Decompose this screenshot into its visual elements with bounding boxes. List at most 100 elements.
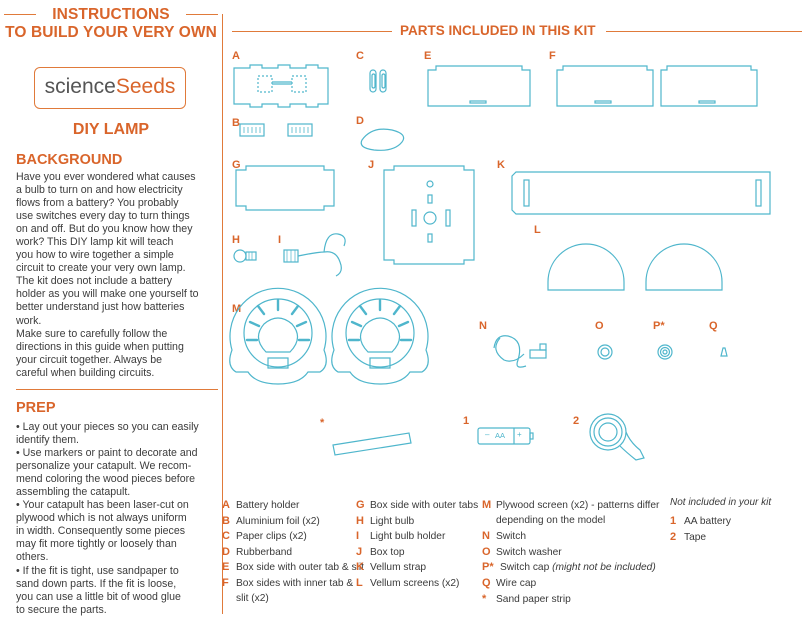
switch-washer-drawing xyxy=(597,344,613,360)
battery-minus: – xyxy=(485,430,490,439)
legend-key: A xyxy=(222,499,230,511)
legend-text: Tape xyxy=(684,531,707,543)
prep-line: personalize your catapult. We recom- xyxy=(16,460,192,473)
box-sides-f-drawing xyxy=(556,65,758,107)
vellum-strap-drawing xyxy=(511,171,771,215)
legend-key: M xyxy=(482,499,492,511)
legend-key: I xyxy=(356,530,360,543)
legend-note: (might not be included) xyxy=(549,562,656,574)
legend-key: F xyxy=(222,577,229,589)
legend-item: N Switch xyxy=(482,530,526,542)
background-line: work. xyxy=(16,314,42,327)
box-top-drawing xyxy=(383,165,475,265)
legend-item: depending on the model xyxy=(482,515,605,526)
label-j: J xyxy=(368,159,375,171)
legend-text: Box side with outer tabs xyxy=(370,500,479,511)
legend-item: H Light bulb xyxy=(356,515,414,527)
background-line: on and off. But do you know how they xyxy=(16,223,193,236)
label-b: B xyxy=(232,117,240,129)
legend-key: G xyxy=(356,499,365,511)
legend-key: 2 xyxy=(670,530,677,543)
label-n: N xyxy=(479,320,487,332)
legend-item: P* Switch cap (might not be included) xyxy=(482,561,656,573)
background-heading: BACKGROUND xyxy=(16,152,123,168)
legend-key: * xyxy=(482,592,487,605)
column-divider xyxy=(222,14,223,614)
prep-line: others. xyxy=(16,551,49,564)
label-k: K xyxy=(497,159,505,171)
background-line: use switches every day to turn things xyxy=(16,210,190,223)
label-c: C xyxy=(356,50,364,62)
legend-text: Switch washer xyxy=(496,546,562,558)
background-line: flows from a battery? You probably xyxy=(16,197,179,210)
background-line: careful when building circuits. xyxy=(16,366,155,379)
prep-line: may fit more tightly or loosely than xyxy=(16,538,177,551)
label-g: G xyxy=(232,159,241,171)
legend-key: N xyxy=(482,530,490,543)
prep-line: assembling the catapult. xyxy=(16,486,131,499)
legend-text: Wire cap xyxy=(496,578,537,589)
prep-line: you can use a little bit of wood glue xyxy=(16,590,181,603)
legend-key: P* xyxy=(482,561,494,574)
legend-text: Paper clips (x2) xyxy=(236,531,307,543)
legend-key: H xyxy=(356,514,364,527)
title-rule-left xyxy=(4,14,36,15)
light-bulb-drawing xyxy=(233,249,257,263)
legend-text: Light bulb xyxy=(370,515,415,527)
legend-key: O xyxy=(482,545,491,558)
box-side-g-drawing xyxy=(235,165,335,211)
legend-text: Box side with outer tab & slit xyxy=(236,562,364,574)
label-sandpaper: * xyxy=(320,417,325,429)
legend-text: Switch xyxy=(496,531,527,543)
prep-line: identify them. xyxy=(16,434,80,447)
label-o: O xyxy=(595,320,604,332)
background-line: Have you ever wondered what causes xyxy=(16,171,196,183)
not-included-heading: Not included in your kit xyxy=(670,497,772,508)
label-2: 2 xyxy=(573,415,580,427)
prep-line: in width. Consequently some pieces xyxy=(16,525,186,538)
legend-item: *Sand paper strip xyxy=(482,593,571,605)
legend-item: slit (x2) xyxy=(222,593,269,604)
label-1: 1 xyxy=(463,415,470,427)
label-d: D xyxy=(356,115,364,127)
legend-key: C xyxy=(222,530,230,543)
label-q: Q xyxy=(709,320,718,332)
legend-text: Switch cap xyxy=(500,562,550,574)
label-i: I xyxy=(278,234,282,246)
sandpaper-strip-drawing xyxy=(332,432,412,456)
logo-text-seeds: Seeds xyxy=(115,75,176,98)
plywood-screens-drawing xyxy=(229,287,429,385)
title-line-1: INSTRUCTIONS xyxy=(52,6,170,23)
legend-text: Vellum strap xyxy=(370,562,427,574)
paper-clips-drawing xyxy=(369,69,387,93)
prep-line: • Lay out your pieces so you can easily xyxy=(16,421,199,433)
title-rule-right xyxy=(186,14,218,15)
background-line: you how to wire together a simple xyxy=(16,249,174,262)
legend-item: 2 Tape xyxy=(670,531,706,543)
background-line: your circuit together. Always be xyxy=(16,353,163,366)
vellum-screens-drawing xyxy=(547,243,723,291)
legend-text: slit (x2) xyxy=(236,592,269,604)
legend-text: Rubberband xyxy=(236,546,293,558)
rubberband-drawing xyxy=(360,128,405,151)
science-seeds-logo: scienceSeeds xyxy=(34,67,186,109)
aa-battery-drawing xyxy=(477,427,534,445)
legend-item: O Switch washer xyxy=(482,546,562,558)
switch-drawing xyxy=(493,335,547,368)
background-line: circuit to create your very own lamp. xyxy=(16,262,186,275)
legend-text: Aluminium foil (x2) xyxy=(236,515,320,527)
title-line-2: TO BUILD YOUR VERY OWN xyxy=(5,24,217,41)
background-line: The kit does not include a battery xyxy=(16,275,173,288)
legend-text: Vellum screens (x2) xyxy=(370,578,460,589)
